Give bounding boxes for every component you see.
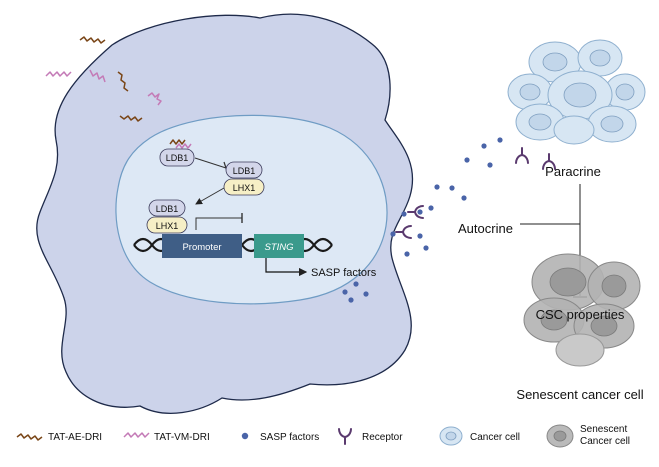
legend-ae-dri-icon: [16, 433, 43, 441]
ldb1-box-top: [159, 148, 195, 167]
receptor-icon: [542, 153, 556, 170]
paracrine-label: Paracrine: [545, 164, 601, 179]
peptide-vm-dri: [89, 69, 106, 83]
legend-receptor-icon: [338, 428, 352, 445]
legend-senescent-nucleus: [553, 430, 567, 442]
legend-vm-dri-icon: [123, 432, 150, 438]
receptor-icon: [407, 205, 424, 219]
peptide-vm-dri: [147, 92, 162, 106]
peptide-ae-dri: [119, 115, 143, 122]
autocrine-label: Autocrine: [458, 221, 513, 236]
sasp-factor-dots: [342, 137, 503, 303]
ldb1-label: LDB1: [156, 204, 179, 214]
peptide-ae-dri: [117, 71, 129, 92]
lhx1-label: LHX1: [156, 221, 179, 231]
inhibition-line: [194, 157, 227, 169]
legend-senescent-line1: Senescent: [580, 424, 627, 435]
senescent-cancer-cell-label: Senescent cancer cell: [516, 387, 643, 402]
promoter-box: [162, 234, 242, 258]
activation-arrow: [195, 187, 225, 205]
legend-senescent-line2: Cancer cell: [580, 436, 630, 447]
ldb1-label: LDB1: [166, 153, 189, 163]
peptide-ae-dri: [169, 139, 186, 145]
legend-cancer-cell: Cancer cell: [470, 432, 520, 443]
legend-sasp-dot-icon: [241, 432, 249, 440]
cancer-cell-cluster: [507, 39, 646, 145]
peptide-vm-dri: [175, 143, 192, 149]
receptor-icon: [395, 225, 412, 239]
legend-receptor: Receptor: [362, 432, 403, 443]
legend-cancer-cell-nucleus: [445, 431, 457, 441]
csc-properties-label: CSC properties: [536, 307, 625, 322]
sting-label: STING: [264, 242, 293, 253]
lhx1-box-mid: [223, 178, 265, 196]
sting-box: [254, 234, 304, 258]
ldb1-box-dna: [148, 199, 186, 217]
lhx1-box-dna: [146, 216, 188, 234]
sasp-factors-label: SASP factors: [311, 267, 377, 279]
ldb1-box-mid: [225, 161, 263, 179]
peptide-vm-dri: [45, 71, 72, 77]
legend: TAT-AE-DRI TAT-VM-DRI SASP factors Recep…: [16, 424, 630, 448]
legend-tat-ae-dri: TAT-AE-DRI: [48, 432, 102, 443]
legend-sasp-factors: SASP factors: [260, 432, 319, 443]
promoter-repression-line: [195, 217, 242, 230]
ldb1-label: LDB1: [233, 166, 256, 176]
senescent-cell-cluster: [523, 253, 641, 367]
promoter-label: Promoter: [182, 242, 221, 253]
transcription-arrow: [265, 258, 308, 277]
peptide-ae-dri: [79, 36, 106, 44]
legend-tat-vm-dri: TAT-VM-DRI: [154, 432, 210, 443]
lhx1-label: LHX1: [233, 183, 256, 193]
receptor-icon: [515, 147, 529, 164]
